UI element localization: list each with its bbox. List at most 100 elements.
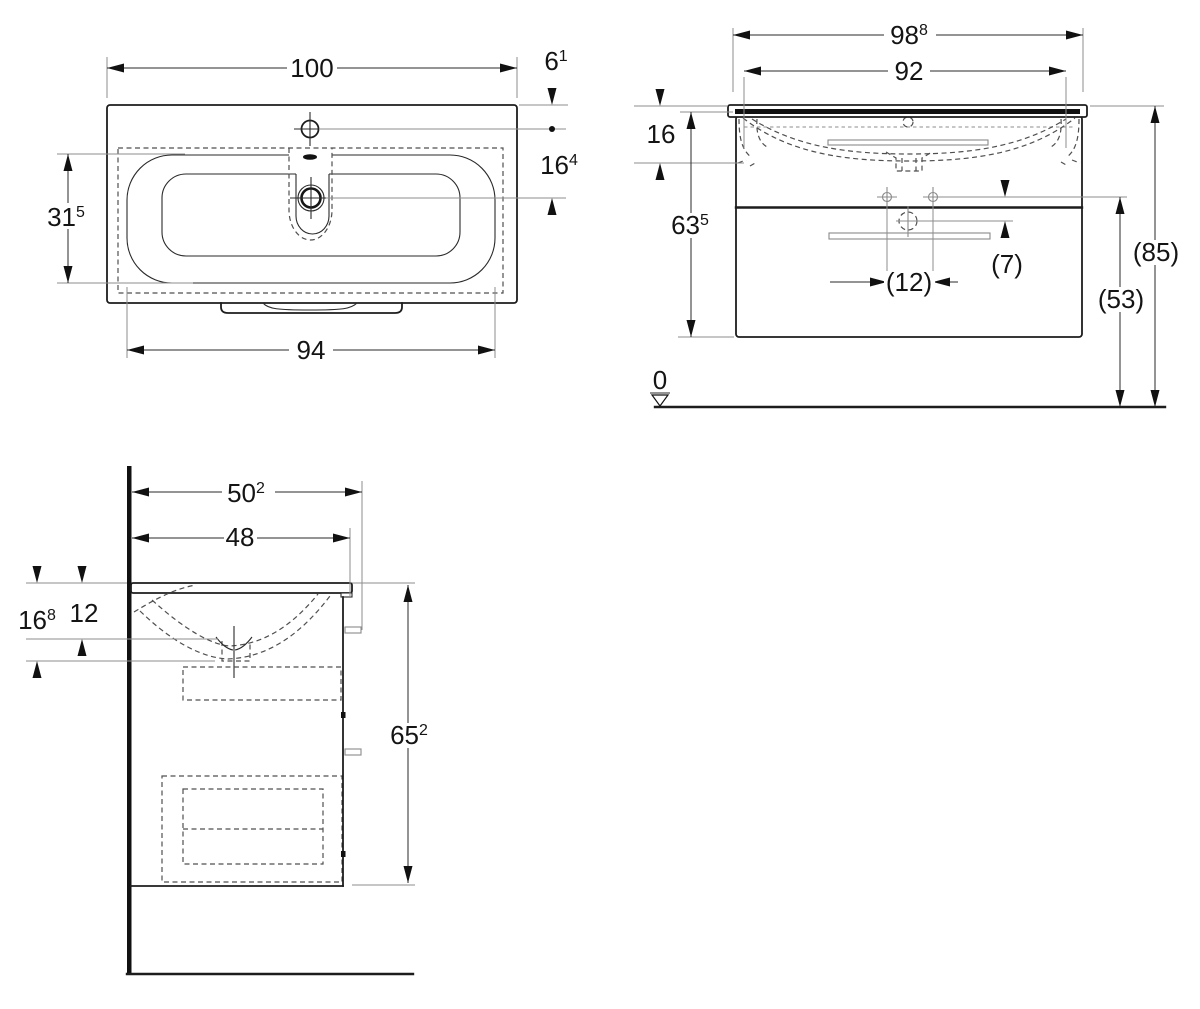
- bowl-section-outer: [139, 595, 331, 660]
- dim-label-overall-width: 988: [890, 20, 928, 50]
- fixing-mark: [1071, 159, 1081, 164]
- dim-label-unit-height: 652: [390, 720, 428, 750]
- arrowhead: [1000, 180, 1010, 197]
- dim-label-supply-setdown: 12: [70, 598, 99, 628]
- tap-channel-outline: [295, 174, 330, 235]
- dim-label-fixing-height: (53): [1098, 284, 1144, 314]
- arrowhead: [655, 163, 665, 180]
- arrowhead: [1150, 106, 1160, 123]
- tap-hole-hidden: [902, 116, 914, 128]
- label-mask: [884, 271, 935, 294]
- label-mask: [289, 338, 333, 362]
- arrowhead: [132, 533, 149, 543]
- washbasin-slab-edge: [735, 109, 1080, 114]
- side-view: 502 48 168 12 652: [18, 466, 436, 976]
- arrowhead: [77, 566, 87, 583]
- front-view: 988 92 16 635 (7) (12) (53) (85) 0: [634, 20, 1183, 409]
- arrowhead: [870, 277, 887, 287]
- fixing-mark: [1060, 161, 1069, 167]
- arrowhead: [1000, 221, 1010, 238]
- arrowhead: [333, 533, 350, 543]
- arrowhead: [77, 639, 87, 656]
- label-mask: [384, 723, 436, 748]
- arrowhead: [686, 112, 696, 129]
- arrowhead: [733, 30, 750, 40]
- bowl-inner-outline: [161, 173, 461, 257]
- arrowhead: [1066, 30, 1083, 40]
- bowl-end-profile: [738, 118, 752, 158]
- dim-label-unit-height: 635: [671, 210, 709, 240]
- arrowhead: [63, 266, 73, 283]
- dim-label-basin-height: 16: [647, 119, 676, 149]
- arrowhead: [478, 345, 495, 355]
- arrowhead: [1150, 390, 1160, 407]
- drawer-handle-bottom: [828, 232, 991, 240]
- arrowhead: [63, 154, 73, 171]
- arrowhead: [547, 198, 557, 215]
- bowl-end-profile: [1050, 118, 1062, 148]
- dim-label-drain-setdown: 168: [18, 605, 56, 635]
- bowl-end-profile: [756, 118, 768, 148]
- arrowhead: [403, 866, 413, 883]
- wall-line: [127, 466, 132, 974]
- floor-datum-label: 0: [653, 365, 667, 395]
- arrowhead: [32, 661, 42, 678]
- arrowhead: [127, 345, 144, 355]
- bowl-hidden-curve-outer: [742, 117, 1076, 162]
- arrowhead: [500, 63, 517, 73]
- label-mask: [667, 213, 717, 238]
- washbasin-slab-outline: [106, 104, 518, 304]
- top-view: 100 61 164 315 94: [44, 46, 578, 365]
- label-mask: [888, 60, 930, 83]
- label-mask: [44, 203, 92, 229]
- lower-drawer-hidden-outer: [161, 775, 343, 883]
- drain-body-hidden: [221, 641, 251, 662]
- dim-label-bowl-width: 94: [297, 335, 326, 365]
- overflow-slot: [303, 154, 317, 160]
- dim-dot: [549, 126, 555, 132]
- bowl-hidden-curve-inner: [751, 118, 1067, 155]
- lower-drawer-hidden-inner: [182, 788, 324, 865]
- label-mask: [1130, 240, 1183, 265]
- tap-channel-hidden: [288, 148, 333, 241]
- bowl-back-rim-hidden: [133, 584, 197, 613]
- arrowhead: [345, 487, 362, 497]
- dim-label-cabinet-depth: 48: [226, 522, 255, 552]
- slab-front-nose: [340, 592, 353, 598]
- dim-label-bowl-width: 92: [895, 56, 924, 86]
- cabinet-hidden-outline: [117, 147, 504, 294]
- arrowhead: [403, 585, 413, 602]
- dim-label-overall-depth: 502: [227, 478, 265, 508]
- dim-label-overall-width: 100: [290, 53, 333, 83]
- drawer-gap: [341, 712, 346, 718]
- drawer-handle-side-bottom: [344, 748, 362, 756]
- arrowhead: [686, 320, 696, 337]
- dim-label-tap-offset: 61: [544, 46, 567, 76]
- bowl-section-inner: [151, 593, 319, 647]
- arrowhead: [32, 566, 42, 583]
- front-apron-tab: [220, 302, 403, 314]
- front-apron-recess: [262, 302, 358, 311]
- arrowhead: [1115, 390, 1125, 407]
- label-mask: [222, 481, 275, 506]
- arrowhead: [132, 487, 149, 497]
- label-mask: [884, 24, 936, 48]
- cabinet-body: [735, 115, 1083, 338]
- dim-label-bowl-depth: 315: [47, 202, 85, 232]
- bowl-end-profile: [1066, 118, 1080, 158]
- drawer-handle-top: [827, 139, 989, 146]
- arrowhead: [655, 89, 665, 106]
- drain-outlet-hidden: [885, 151, 933, 172]
- fixing-mark: [749, 161, 758, 167]
- arrowhead: [744, 66, 761, 76]
- drawer-gap: [341, 851, 346, 857]
- label-mask: [224, 527, 257, 550]
- washbasin-slab-side: [130, 582, 353, 594]
- arrowhead: [1115, 197, 1125, 214]
- drawer-handle-side-top: [344, 626, 362, 634]
- arrowhead: [107, 63, 124, 73]
- dim-label-total-height: (85): [1133, 237, 1179, 267]
- bowl-outer-outline: [126, 154, 496, 284]
